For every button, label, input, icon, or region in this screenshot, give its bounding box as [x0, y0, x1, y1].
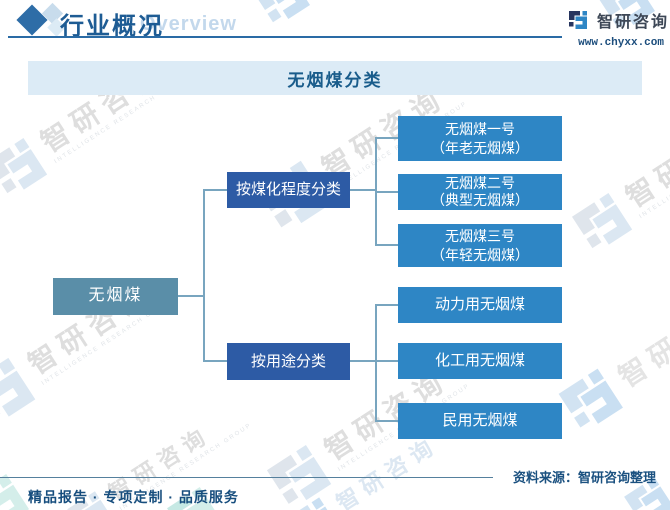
watermark: 智研咨询 INTELLIGENCE RESEARCH GROUP — [562, 95, 670, 263]
connector-line — [350, 189, 375, 191]
watermark-text: 智研咨询 — [331, 431, 443, 510]
connector-line — [377, 137, 398, 139]
watermark: 智研咨询 — [548, 278, 670, 443]
tree-leaf-node: 无烟煤二号 （典型无烟煤） — [398, 174, 562, 210]
connector-line — [178, 295, 203, 297]
connector-line — [205, 360, 227, 362]
diamond-shape — [16, 4, 48, 36]
zhiyan-logo-icon — [0, 346, 47, 437]
brand-name: 智研咨询 — [597, 14, 670, 31]
brand-url: www.chyxx.com — [578, 37, 664, 49]
connector-line — [205, 189, 227, 191]
tree-leaf-node: 动力用无烟煤 — [398, 287, 562, 323]
section-subtitle: Overview — [140, 13, 237, 35]
tree-leaf-node: 民用无烟煤 — [398, 403, 562, 439]
zhiyan-logo-icon — [562, 183, 642, 263]
leaf-label-line1: 化工用无烟煤 — [434, 352, 525, 370]
tree-root-label: 无烟煤 — [88, 287, 143, 305]
zhiyan-logo-icon — [566, 8, 590, 32]
tree-leaf-node: 化工用无烟煤 — [398, 343, 562, 379]
connector-line — [377, 360, 398, 362]
watermark — [245, 0, 320, 36]
zhiyan-logo-icon — [256, 434, 342, 510]
tree-branch-label: 按用途分类 — [250, 352, 326, 370]
tree-branch-node-coalification: 按煤化程度分类 — [227, 172, 350, 208]
zhiyan-logo-icon — [245, 0, 320, 36]
tree-leaf-node: 无烟煤三号 （年轻无烟煤） — [398, 224, 562, 267]
source-divider — [0, 477, 493, 478]
connector-line — [375, 304, 377, 422]
watermark-caption: INTELLIGENCE RESEARCH GROUP — [638, 130, 670, 220]
leaf-label-line1: 无烟煤二号 — [445, 175, 515, 192]
zhiyan-logo-icon — [281, 489, 347, 510]
connector-line — [203, 189, 205, 362]
leaf-label-line1: 无烟煤三号 — [445, 228, 515, 245]
tree-branch-node-usage: 按用途分类 — [227, 343, 350, 380]
header-divider — [8, 36, 562, 38]
connector-line — [377, 244, 398, 246]
connector-line — [350, 360, 375, 362]
leaf-label-line2: （年老无烟煤） — [431, 139, 529, 156]
watermark-text: 智研咨询 — [613, 290, 670, 394]
brand-logo: 智研咨询 — [566, 8, 669, 32]
leaf-label-line2: （年轻无烟煤） — [431, 246, 529, 263]
connector-line — [377, 191, 398, 193]
tree-branch-label: 按煤化程度分类 — [235, 181, 341, 199]
chart-title-bar: 无烟煤分类 — [28, 61, 642, 95]
leaf-label-line2: （典型无烟煤） — [431, 192, 529, 208]
watermark-text: 智研咨询 — [620, 110, 670, 213]
connector-line — [377, 420, 398, 422]
zhiyan-logo-icon — [0, 128, 57, 208]
chart-title: 无烟煤分类 — [287, 70, 383, 90]
connector-line — [377, 304, 398, 306]
connector-line — [375, 137, 377, 246]
leaf-label-line1: 动力用无烟煤 — [434, 296, 525, 314]
footer-slogan: 精品报告 · 专项定制 · 品质服务 — [28, 489, 239, 505]
tree-leaf-node: 无烟煤一号 （年老无烟煤） — [398, 116, 562, 161]
source-text: 资料来源：智研咨询整理 — [512, 470, 656, 485]
section-title: 行业概况 — [60, 13, 164, 40]
leaf-label-line1: 民用无烟煤 — [442, 412, 518, 430]
leaf-label-line1: 无烟煤一号 — [445, 121, 515, 138]
tree-root-node: 无烟煤 — [53, 278, 178, 315]
